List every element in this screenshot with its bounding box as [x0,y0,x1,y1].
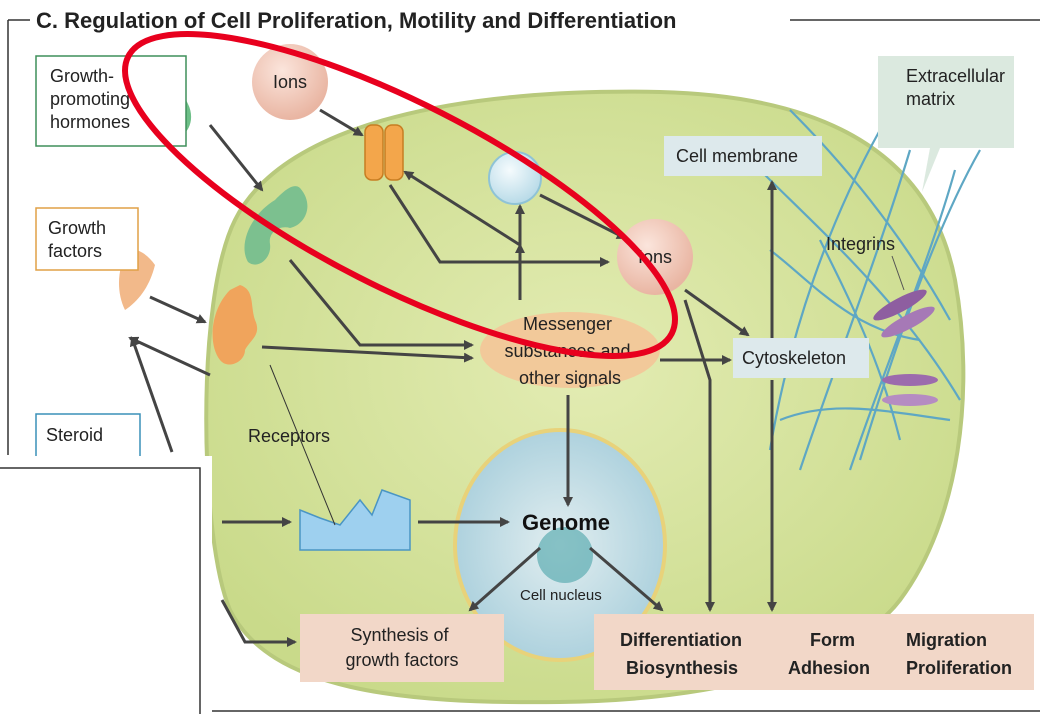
integrin-lower-2 [882,394,938,406]
arrow-green-receptor-to-messenger [288,259,474,350]
red-annotation-ellipse [122,31,678,359]
arrow-ions-to-cytoskeleton [684,288,750,337]
outcome-adhesion: Adhesion [788,658,870,678]
genome-label: Genome [522,510,610,535]
arrow-channel-to-ions [388,184,610,267]
outcomes-box [594,614,1034,690]
ion-channel [364,124,404,181]
arrow-ions-to-channel [319,108,364,137]
integrins-leader [891,255,905,291]
cytoskeleton-label: Cytoskeleton [742,348,846,368]
cell-membrane-label: Cell membrane [676,146,798,166]
extracellular-matrix-label: Extracellular matrix [906,66,1010,109]
integrins-label: Integrins [826,234,895,254]
outcome-proliferation: Proliferation [906,658,1012,678]
outcome-differentiation: Differentiation [620,630,742,650]
cytoskeleton-box [733,338,869,378]
steroid-box [35,413,141,458]
overlay-panel [0,456,212,714]
growth-factors-box [35,207,139,271]
growth-factors-label: Growth factors [48,218,111,261]
receptors-label: Receptors [248,426,330,446]
arrow-genome-to-outcomes [589,546,664,612]
receptors-leader [269,364,336,526]
arrow-ions-to-outcomes [683,299,715,612]
arrow-to-channel [403,170,521,247]
steroid-label: Steroid [46,425,103,445]
extracellular-matrix-box [878,56,1014,148]
outcome-migration: Migration [906,630,987,650]
integrin-upper [873,289,927,321]
arrow-factor-to-receptor [149,295,207,324]
arrow-vesicle-to-ions [539,193,627,240]
cell-membrane-box [664,136,822,176]
outcome-biosynthesis: Biosynthesis [626,658,738,678]
synthesis-label: Synthesis of growth factors [345,625,458,670]
integrin-lower [882,374,938,386]
membrane-receptor-green [244,186,308,265]
steroid-receptor [299,489,411,551]
arrow-orange-receptor-to-messenger [261,345,474,363]
signal-arrows [128,108,777,647]
arrow-steroid-up [129,336,174,453]
arrow-to-synthesis [220,599,297,647]
ions-top-label: Ions [273,72,307,92]
ions-top-circle [252,44,328,120]
growth-promoting-hormones-box [35,55,187,147]
outcome-form: Form [810,630,855,650]
diagram-title: C. Regulation of Cell Proliferation, Mot… [36,8,676,33]
ions-mid-circle [617,219,693,295]
nucleolus [537,527,593,583]
arrow-receptor-back [128,336,211,377]
integrin-upper-2 [881,306,935,338]
arrow-hormone-to-receptor [208,124,264,192]
arrow-genome-to-synthesis [468,546,541,612]
cell-nucleus-label: Cell nucleus [520,587,602,604]
synthesis-box [300,614,504,682]
overlay-panel-border [0,467,201,714]
membrane-receptor-orange [212,285,258,365]
growth-promoting-hormones-label: Growth- promoting hormones [50,66,135,132]
vesicle [488,151,542,205]
extracellular-matrix-pointer [922,148,940,192]
